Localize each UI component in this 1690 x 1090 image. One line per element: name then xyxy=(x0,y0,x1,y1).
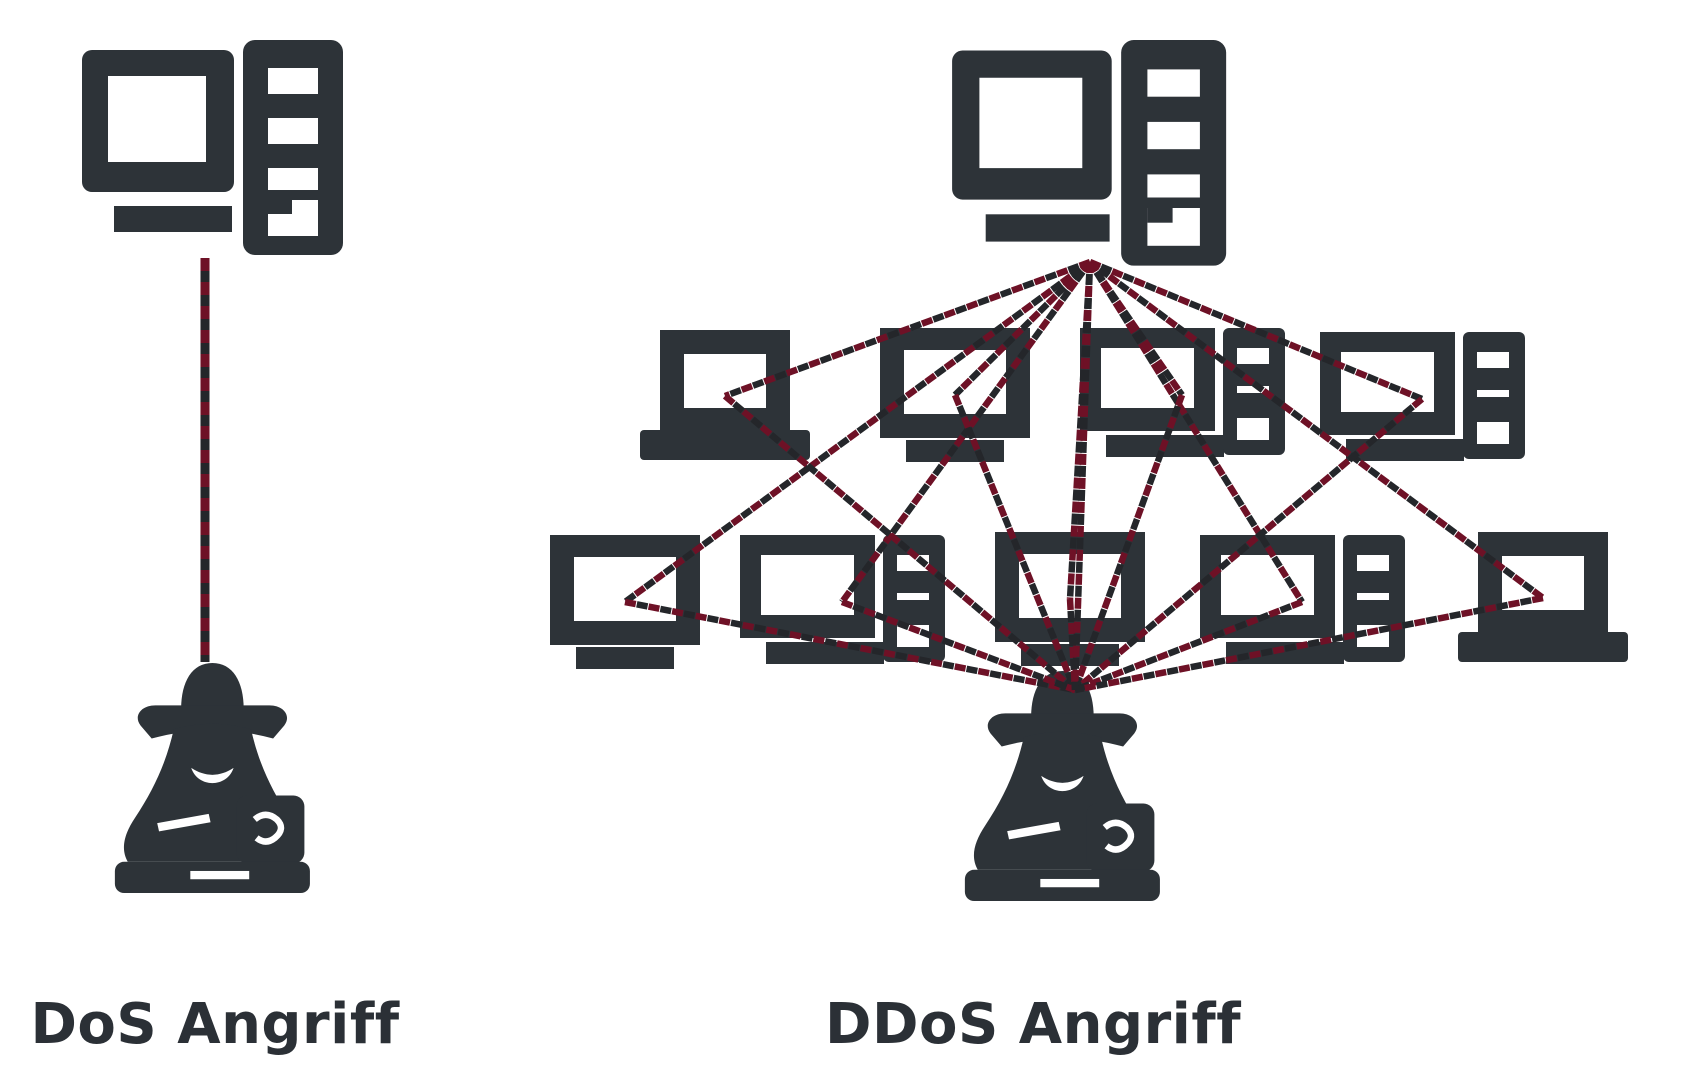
connection-server-zombie xyxy=(952,259,1093,398)
connection-server-zombie xyxy=(839,260,1093,604)
connection-zombie-attacker xyxy=(840,598,1077,694)
connection-zombie-attacker xyxy=(624,598,1076,694)
connection-zombie-attacker xyxy=(1071,393,1186,692)
connection-server-attacker xyxy=(1071,261,1094,691)
dos-label: DoS Angriff xyxy=(30,992,400,1057)
hacker-spy-icon xyxy=(115,663,310,893)
hacker-spy-icon xyxy=(965,671,1160,901)
connection-zombie-attacker xyxy=(1074,594,1544,694)
connection-zombie-attacker xyxy=(1072,396,1425,693)
connection-server-zombie xyxy=(723,258,1092,400)
connection-server-zombie xyxy=(623,259,1092,605)
connection-zombie-attacker xyxy=(722,393,1078,693)
ddos-panel xyxy=(550,40,1628,901)
connection-server-zombie xyxy=(1088,259,1545,601)
connection-zombie-attacker xyxy=(951,393,1079,692)
desktop-computer-icon xyxy=(82,40,343,255)
attack-connections xyxy=(623,258,1545,694)
connection-zombie-attacker xyxy=(1073,598,1304,694)
desktop-computer-icon xyxy=(952,40,1227,266)
ddos-label: DDoS Angriff xyxy=(825,992,1242,1057)
dos-panel xyxy=(82,40,343,893)
connection-server-zombie xyxy=(1087,260,1305,604)
